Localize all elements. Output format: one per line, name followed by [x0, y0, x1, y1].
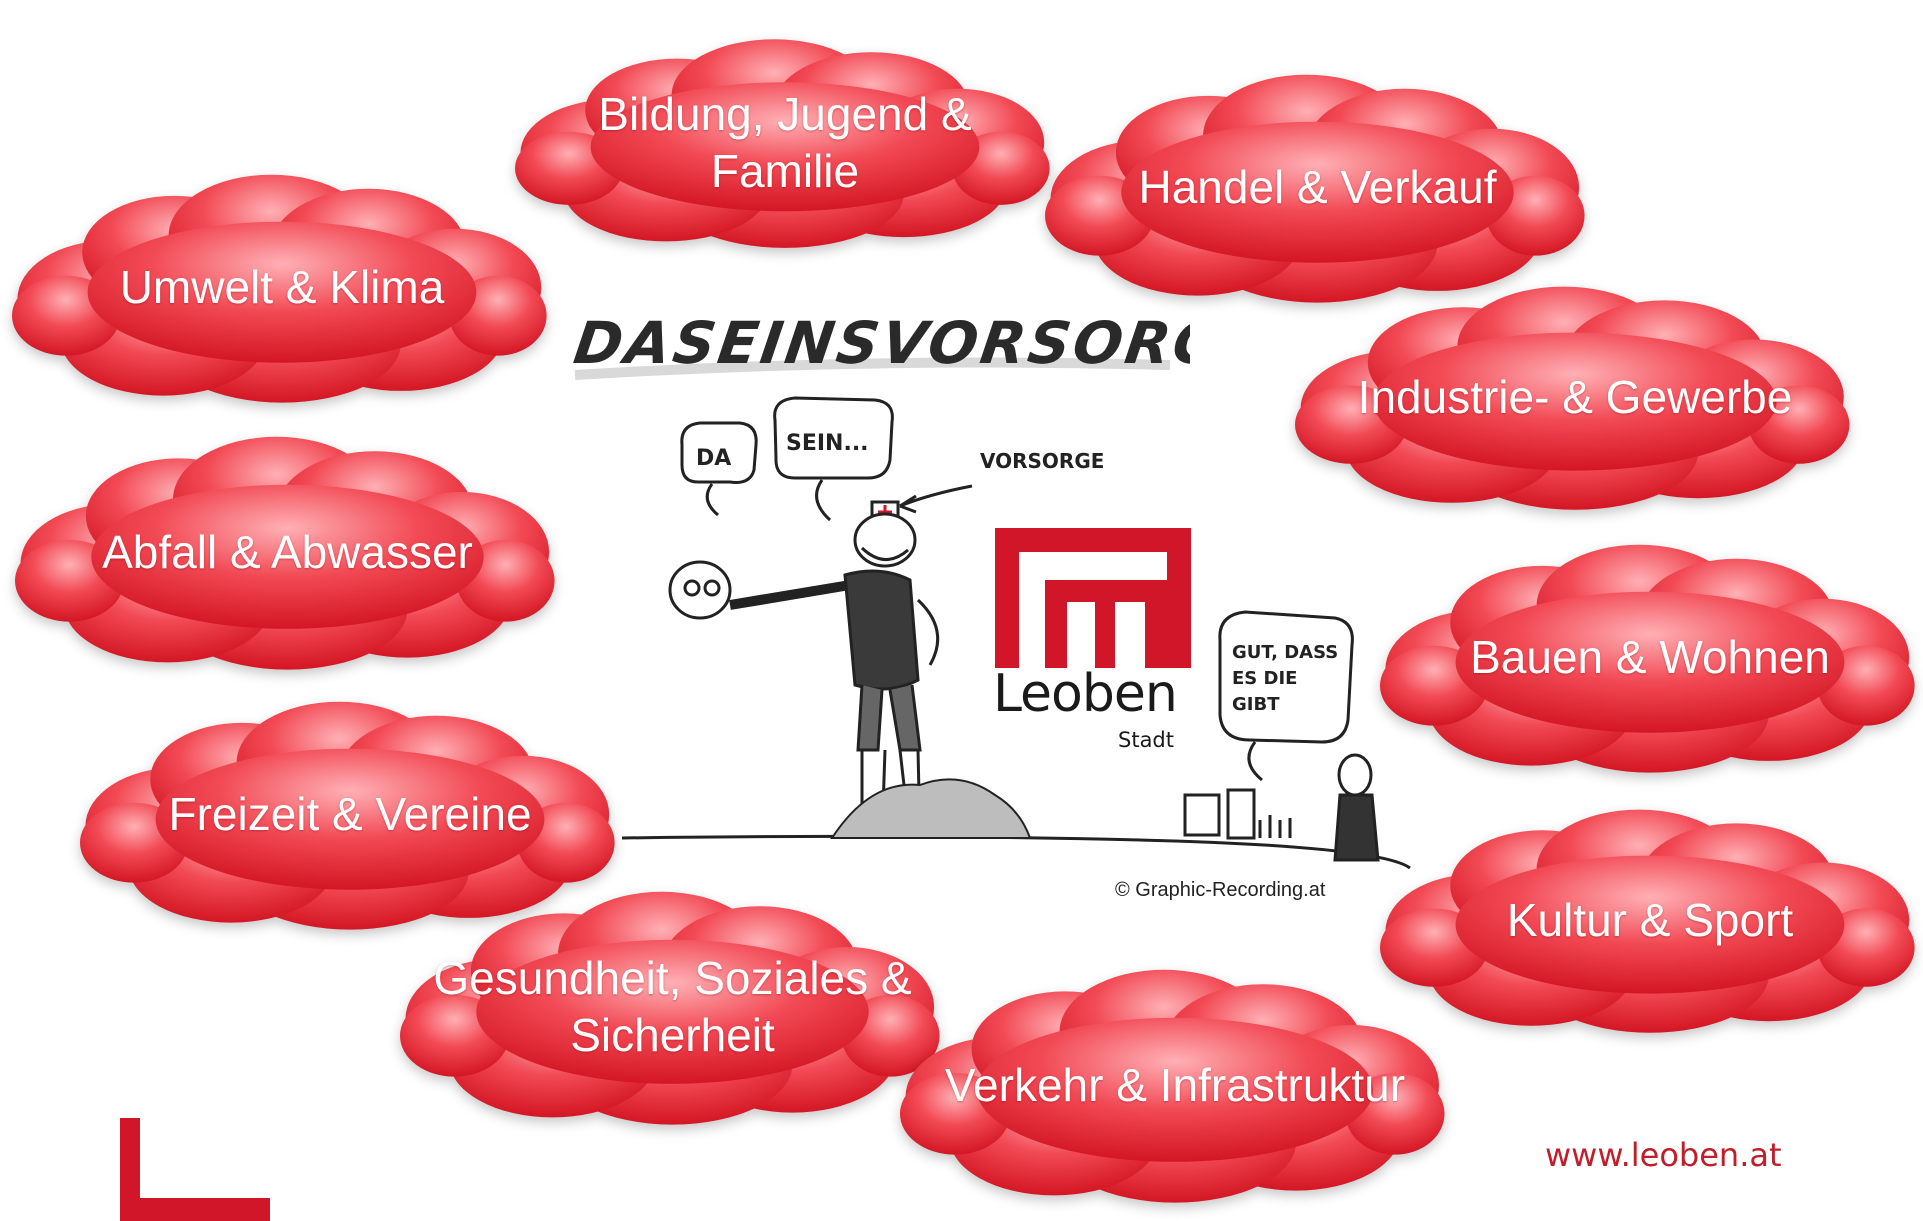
cloud-shape [1380, 544, 1915, 773]
logo-subtitle: Stadt [1118, 728, 1174, 752]
cloud-puff [1455, 591, 1845, 733]
vorsorge-label: VORSORGE [980, 449, 1104, 473]
cloud-label: Abfall & Abwasser [102, 525, 473, 578]
cloud-puff [977, 1017, 1373, 1162]
cloud-label: Handel & Verkauf [1138, 161, 1497, 214]
speech-bubble-right: GUT, DASS ES DIE GIBT [1218, 610, 1354, 782]
cloud-label: Gesundheit, Soziales & Sicherheit [433, 952, 912, 1061]
cloud-gesundheit-soziales-sicherheit[interactable]: Gesundheit, Soziales & Sicherheit [400, 887, 945, 1127]
cloud-label: Bildung, Jugend & Familie [598, 87, 972, 197]
cloud-label: Bauen & Wohnen [1470, 631, 1830, 684]
cloud-puff [1121, 121, 1514, 263]
logo-name: Leoben [993, 664, 1178, 724]
cloud-shape [15, 436, 555, 670]
hill-icon [830, 778, 1032, 839]
cloud-bauen-wohnen[interactable]: Bauen & Wohnen [1380, 540, 1920, 775]
cloud-shape [515, 39, 1050, 248]
hamlet-figure-icon [668, 500, 940, 839]
svg-text:DA: DA [696, 446, 731, 471]
speech-bubble-da: DA [680, 421, 758, 517]
cloud-industrie-gewerbe[interactable]: Industrie- & Gewerbe [1295, 282, 1855, 512]
cloud-label: Kultur & Sport [1506, 893, 1794, 946]
diagram-title: DASEINSVORSORGE [570, 305, 1271, 395]
cloud-shape [12, 174, 547, 403]
cloud-shape [1045, 74, 1585, 303]
cloud-verkehr-infrastruktur[interactable]: Verkehr & Infrastruktur [900, 965, 1450, 1205]
website-link[interactable]: www.leoben.at [1545, 1136, 1782, 1174]
cloud-freizeit-vereine[interactable]: Freizeit & Vereine [80, 697, 620, 932]
copyright-text: © Graphic-Recording.at [1115, 879, 1326, 901]
cloud-abfall-abwasser[interactable]: Abfall & Abwasser [15, 432, 560, 672]
cloud-shape [400, 891, 940, 1125]
cloud-label: Industrie- & Gewerbe [1357, 370, 1793, 423]
cloud-umwelt-klima[interactable]: Umwelt & Klima [12, 170, 552, 405]
cloud-puff [476, 939, 869, 1084]
cloud-shape [80, 701, 615, 930]
cloud-shape [1295, 286, 1850, 510]
cloud-puff [590, 82, 980, 212]
title-text: DASEINSVORSORGE [570, 309, 1190, 377]
cloud-shape [900, 969, 1445, 1203]
arrow-icon [899, 484, 973, 514]
cloud-puff [155, 748, 545, 890]
cloud-bildung-jugend-familie[interactable]: Bildung, Jugend & Familie [515, 35, 1055, 250]
cloud-label: Umwelt & Klima [119, 261, 445, 314]
svg-text:GUT, DASS ES DIE: GUT, DASS ES DIE GIBT [1232, 642, 1344, 715]
cloud-puff [1455, 855, 1845, 994]
cloud-handel-verkauf[interactable]: Handel & Verkauf [1045, 70, 1590, 305]
buildings-icon [1183, 788, 1292, 840]
speech-bubble-sein: SEIN... [773, 396, 894, 522]
center-illustration: DA SEIN... VORSORGE [621, 396, 1411, 870]
cloud-kultur-sport[interactable]: Kultur & Sport [1380, 805, 1920, 1035]
cloud-label: Verkehr & Infrastruktur [944, 1058, 1406, 1111]
cloud-puff [87, 221, 477, 363]
cloud-puff [1373, 332, 1777, 471]
corner-logo-mark-icon [120, 1118, 270, 1221]
cloud-label: Freizeit & Vereine [168, 788, 532, 841]
cloud-shape [1380, 809, 1915, 1033]
leoben-logo-icon [995, 528, 1191, 668]
svg-text:SEIN...: SEIN... [786, 431, 869, 456]
cloud-puff [91, 484, 484, 629]
person-icon [1333, 753, 1380, 862]
